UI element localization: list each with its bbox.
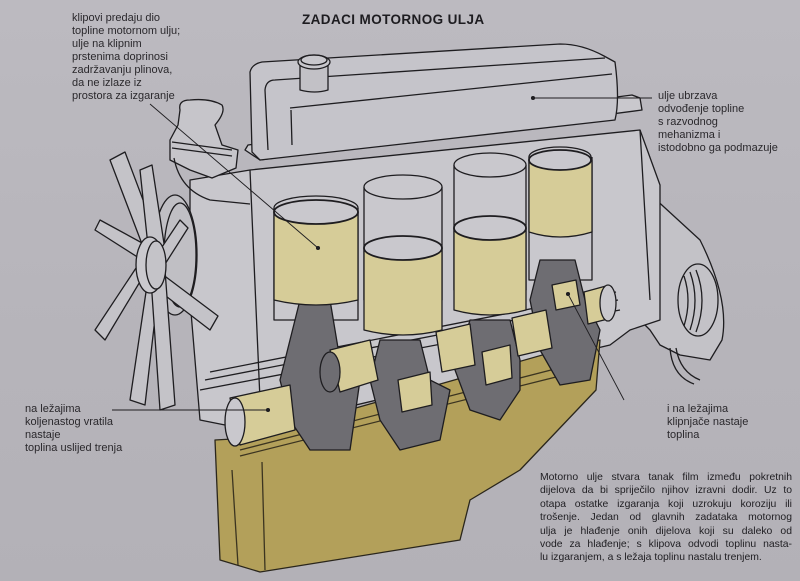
valve-cover [249, 43, 619, 161]
piston-crown [453, 215, 527, 241]
annotation-crankshaft-bearings: na ležajima koljenastog vratila nastaje … [25, 403, 122, 455]
annotation-pistons: klipovi predaju dio topline motornom ulj… [72, 12, 180, 103]
leader-dot [265, 407, 271, 413]
flywheel-rim [669, 347, 701, 385]
annotation-line: koljenastog vratila [25, 416, 114, 428]
description-line: ulja je hlađenje onih dijelova koji su d… [540, 525, 792, 537]
valve-cover-edges [264, 57, 613, 151]
description-line: trošenje. Jedan od glavnih zadataka moto… [540, 512, 792, 524]
annotation-line: zadržavanju plinova, [72, 64, 173, 76]
piston-crown [363, 235, 443, 261]
description-line: vode za hlađenje; s klipova odvodi topli… [540, 538, 792, 550]
crank-journal [481, 344, 513, 386]
oil-filler-cap-inner [300, 54, 328, 66]
annotation-line: prostora za izgaranje [72, 90, 175, 102]
annotation-line: s razvodnog [658, 116, 718, 128]
pistons [273, 149, 593, 336]
piston [453, 228, 527, 316]
annotation-conrod-bearings: i na ležajima klipnjače nastaje toplina [667, 403, 748, 442]
leader-dot [530, 95, 536, 101]
crank-journal [435, 323, 476, 373]
crank-journal-end [599, 284, 617, 322]
cylinder-sleeve-top [453, 152, 527, 178]
flywheel-port [677, 263, 719, 337]
description-line: lu izgaranjem, a s ležaja toplinu nastal… [540, 552, 762, 564]
leader-pistons [149, 103, 319, 249]
annotation-valve-cover: ulje ubrzava odvođenje topline s razvodn… [658, 90, 778, 155]
annotation-line: toplina uslijed trenja [25, 442, 123, 454]
annotation-line: odvođenje topline [658, 103, 745, 115]
fan [94, 151, 219, 411]
piston [363, 248, 443, 336]
piston [273, 212, 359, 306]
description-paragraph: Motorno ulje stvara tanak film između po… [540, 471, 792, 565]
oil-sump-edges [231, 461, 266, 571]
diagram-title: ZADACI MOTORNOG ULJA [302, 12, 485, 27]
crank-journal-end [319, 351, 341, 393]
annotation-line: da ne izlaze iz [72, 77, 142, 89]
description-line: Motorno ulje stvara tanak film između po… [540, 472, 792, 483]
leader-conrod-bearing [567, 293, 625, 401]
piston-crown [273, 199, 359, 225]
piston [528, 160, 593, 238]
leader-dot [565, 291, 571, 297]
annotation-line: klipnjače nastaje [667, 416, 749, 428]
leader-dot [315, 245, 321, 251]
piston-crown [528, 149, 592, 171]
leader-lines [112, 95, 652, 413]
crank-journal [511, 309, 553, 357]
description-line: otapa ostatke izgaranja koji uzrokuju ko… [540, 498, 792, 510]
crank-journal [397, 371, 433, 413]
annotation-line: nastaje [25, 429, 61, 441]
annotation-line: toplina [667, 429, 700, 441]
annotation-line: istodobno ga podmazuje [658, 142, 778, 154]
description-line: dijelova da bi spriječilo njihov izravni… [540, 485, 792, 497]
annotation-line: ulje ubrzava [658, 90, 718, 102]
annotation-line: na ležajima [25, 403, 81, 415]
thermostat-flange [171, 141, 233, 157]
crankshaft [224, 279, 617, 447]
oil-filler-cap [297, 54, 331, 93]
crank-journal [551, 279, 581, 311]
thermostat-pipe [173, 157, 251, 205]
annotation-line: topline motornom ulju; [72, 25, 181, 37]
cylinder-sleeve-top [363, 174, 443, 200]
annotation-line: prstenima doprinosi [72, 51, 168, 63]
annotation-line: klipovi predaju dio [72, 12, 161, 24]
annotation-line: ulje na klipnim [72, 38, 142, 50]
engine-block-edges [249, 129, 651, 401]
flywheel-port-ribs [683, 269, 703, 333]
annotation-line: i na ležajima [667, 403, 729, 415]
fan-hub-inner [145, 240, 167, 290]
oil-filler-cap-body [299, 63, 329, 93]
thermostat-housing [169, 98, 239, 179]
annotation-line: mehanizma i [658, 129, 721, 141]
crank-journal-end [224, 397, 246, 447]
